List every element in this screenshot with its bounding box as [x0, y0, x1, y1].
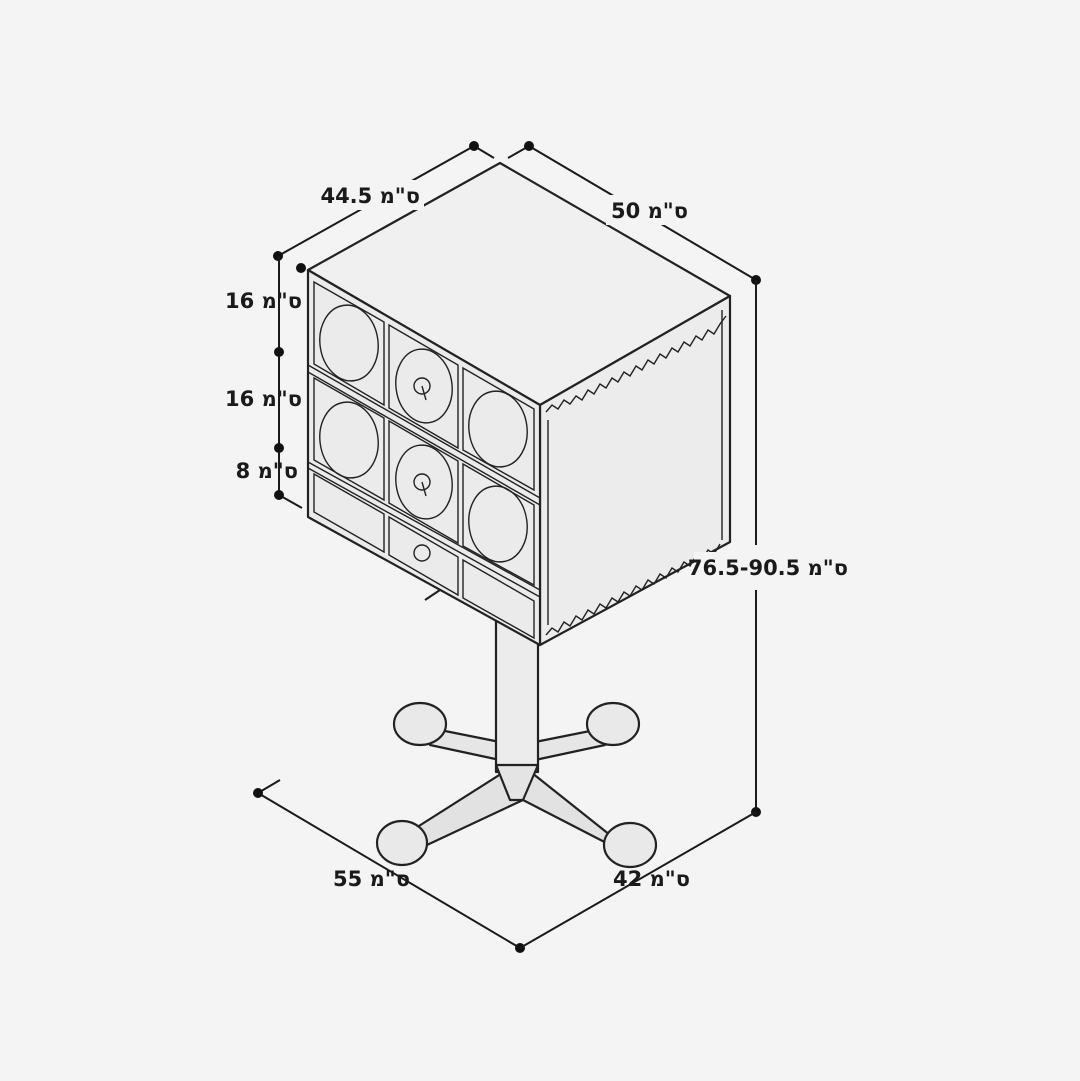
panel [388, 323, 459, 450]
drawer-knob [413, 544, 431, 562]
panel [388, 515, 459, 597]
panel-oval [319, 304, 379, 382]
panel [388, 419, 459, 545]
dim-dot [296, 263, 306, 273]
knob-stem [421, 481, 427, 497]
drawer-knob [413, 473, 431, 491]
panel-oval [395, 444, 453, 520]
base-foot-back-right [585, 701, 641, 747]
label-bg [606, 195, 690, 225]
drawer-knob [413, 377, 431, 395]
cabinet [306, 161, 732, 647]
label-base-width: 55 ס"מ [333, 867, 410, 891]
dim-dot [469, 141, 479, 151]
panel-oval [395, 348, 453, 424]
label-bg [694, 552, 854, 582]
label-drawer-top: 16 ס"מ [225, 289, 302, 313]
drawer-divider-2b [307, 467, 541, 598]
panel [313, 376, 385, 502]
panel-oval [319, 401, 379, 479]
knob-stem [421, 385, 427, 401]
panel-oval [468, 390, 528, 468]
panel-oval [468, 485, 528, 563]
swivel-base [375, 589, 658, 869]
drawer-divider-1b [307, 371, 541, 506]
panel [462, 558, 535, 640]
drawer-middle [313, 376, 535, 587]
dim-line-base-depth [519, 811, 757, 949]
drawer-top [313, 280, 535, 492]
label-drawer-middle: 16 ס"מ [225, 387, 302, 411]
label-drawer-bottom: 8 ס"מ [236, 459, 298, 483]
dim-dot [524, 141, 534, 151]
base-foot-front-right [602, 821, 658, 869]
label-width: 44.5 ס"מ [320, 184, 420, 208]
dim-dot [274, 490, 284, 500]
cabinet-front [306, 268, 542, 647]
label-depth: 50 ס"מ [611, 199, 688, 223]
drawer-bottom [313, 472, 535, 640]
drawer-divider-2 [307, 461, 541, 591]
dim-line-base-width [257, 792, 521, 949]
dovetail-top [545, 315, 727, 413]
drawer-divider-1 [307, 364, 541, 499]
panel [313, 472, 385, 554]
dim-dot [253, 788, 263, 798]
label-base-depth: 42 ס"מ [613, 867, 690, 891]
dovetail-bottom [545, 543, 721, 636]
base-foot-back-left [392, 701, 448, 747]
base-foot-front-left [375, 819, 429, 867]
dim-dot [274, 443, 284, 453]
label-bg [318, 180, 424, 210]
height-lever [424, 589, 441, 601]
label-height: 76.5-90.5 ס"מ [688, 556, 848, 580]
dim-dot [274, 347, 284, 357]
dimension-labels: 44.5 ס"מ 50 ס"מ 16 ס"מ 16 ס"מ 8 ס"מ 76.5… [225, 180, 854, 891]
base-hub [494, 763, 540, 802]
